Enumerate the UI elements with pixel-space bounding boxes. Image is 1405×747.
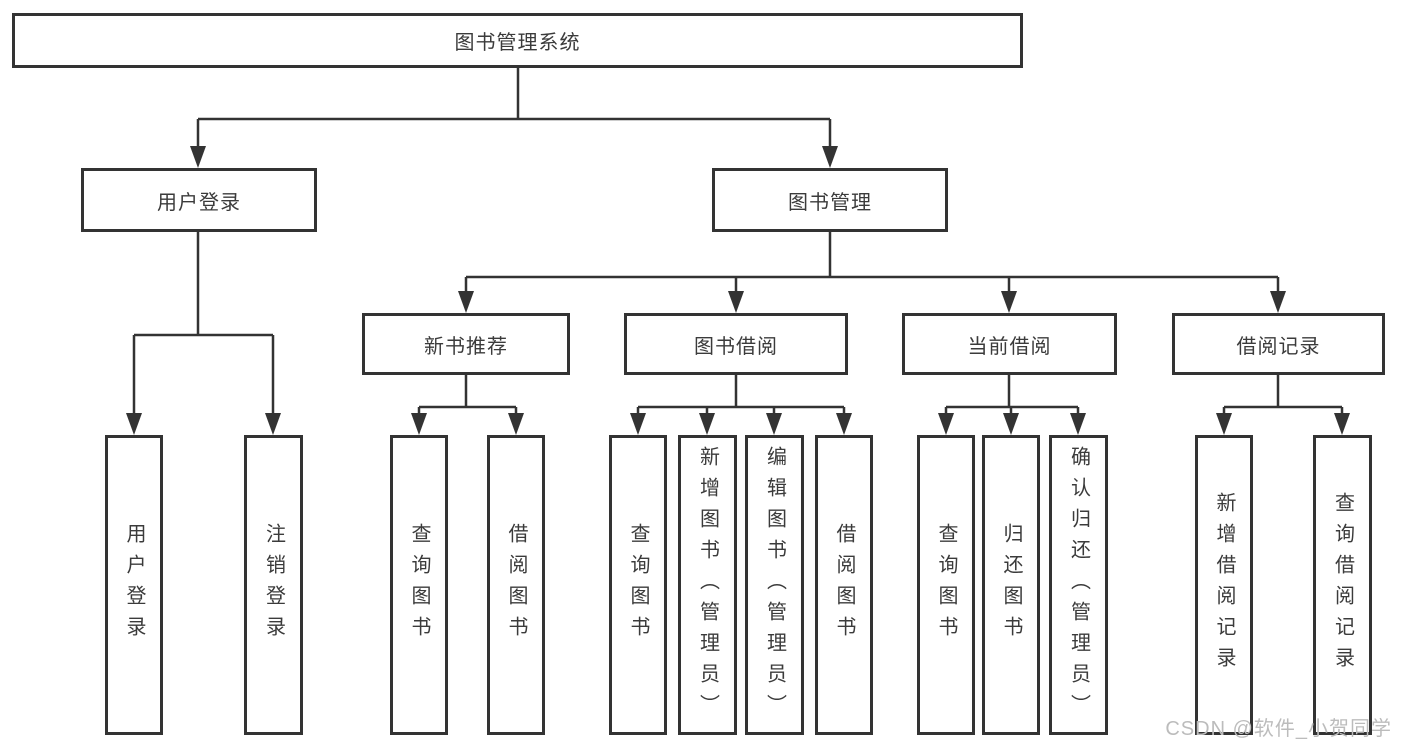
- node-label: 新书推荐: [424, 335, 508, 358]
- node-label: 借阅记录: [1236, 335, 1321, 358]
- node-label: 查询借阅记录: [1331, 492, 1354, 678]
- leaf-bb-add-books-admin: 新增图书（管理员）: [678, 435, 737, 735]
- node-label: 查询图书: [408, 523, 430, 647]
- node-label: 编辑图书（管理员）: [763, 445, 786, 725]
- node-label: 当前借阅: [967, 335, 1052, 358]
- node-borrow-records: 借阅记录: [1172, 313, 1385, 375]
- leaf-br-query-borrow-record: 查询借阅记录: [1313, 435, 1372, 735]
- leaf-logout: 注销登录: [244, 435, 303, 735]
- connector-current-borrow: [938, 375, 1086, 435]
- leaf-bb-edit-books-admin: 编辑图书（管理员）: [745, 435, 804, 735]
- leaf-nbr-query-books: 查询图书: [390, 435, 448, 735]
- node-label: 借阅图书: [833, 523, 855, 647]
- leaf-cb-return-books: 归还图书: [982, 435, 1040, 735]
- connector-new-book-recommend: [411, 375, 524, 435]
- node-label: 注销登录: [262, 523, 285, 647]
- node-current-borrow: 当前借阅: [902, 313, 1117, 375]
- connector-borrow-records: [1216, 375, 1350, 435]
- node-label: 查询图书: [935, 523, 957, 647]
- node-book-borrow: 图书借阅: [624, 313, 848, 375]
- watermark: CSDN @软件_小贺同学: [1165, 718, 1392, 740]
- node-label: 图书管理: [788, 191, 872, 214]
- leaf-cb-query-books: 查询图书: [917, 435, 975, 735]
- leaf-bb-borrow-books: 借阅图书: [815, 435, 873, 735]
- leaf-nbr-borrow-books: 借阅图书: [487, 435, 545, 735]
- node-label: 新增图书（管理员）: [696, 445, 719, 725]
- leaf-cb-confirm-return-admin: 确认归还（管理员）: [1049, 435, 1108, 735]
- connector-book-borrow: [630, 375, 852, 435]
- connector-book-management: [458, 232, 1286, 313]
- node-label: 借阅图书: [505, 523, 527, 647]
- node-user-login: 用户登录: [81, 168, 317, 232]
- connector-user-login: [126, 232, 281, 435]
- leaf-user-login: 用户登录: [105, 435, 163, 735]
- leaf-bb-query-books: 查询图书: [609, 435, 667, 735]
- node-label: 图书借阅: [694, 335, 778, 358]
- leaf-br-add-borrow-record: 新增借阅记录: [1195, 435, 1253, 735]
- node-label: 用户登录: [123, 523, 145, 647]
- node-label: 用户登录: [157, 191, 241, 214]
- node-library-management-system: 图书管理系统: [12, 13, 1023, 68]
- node-label: 图书管理系统: [454, 32, 581, 54]
- node-label: 确认归还（管理员）: [1067, 445, 1090, 725]
- connector-root: [190, 68, 838, 168]
- node-label: 新增借阅记录: [1213, 492, 1235, 678]
- node-label: 归还图书: [1000, 523, 1022, 647]
- node-book-management: 图书管理: [712, 168, 948, 232]
- node-new-book-recommend: 新书推荐: [362, 313, 570, 375]
- node-label: 查询图书: [627, 523, 649, 647]
